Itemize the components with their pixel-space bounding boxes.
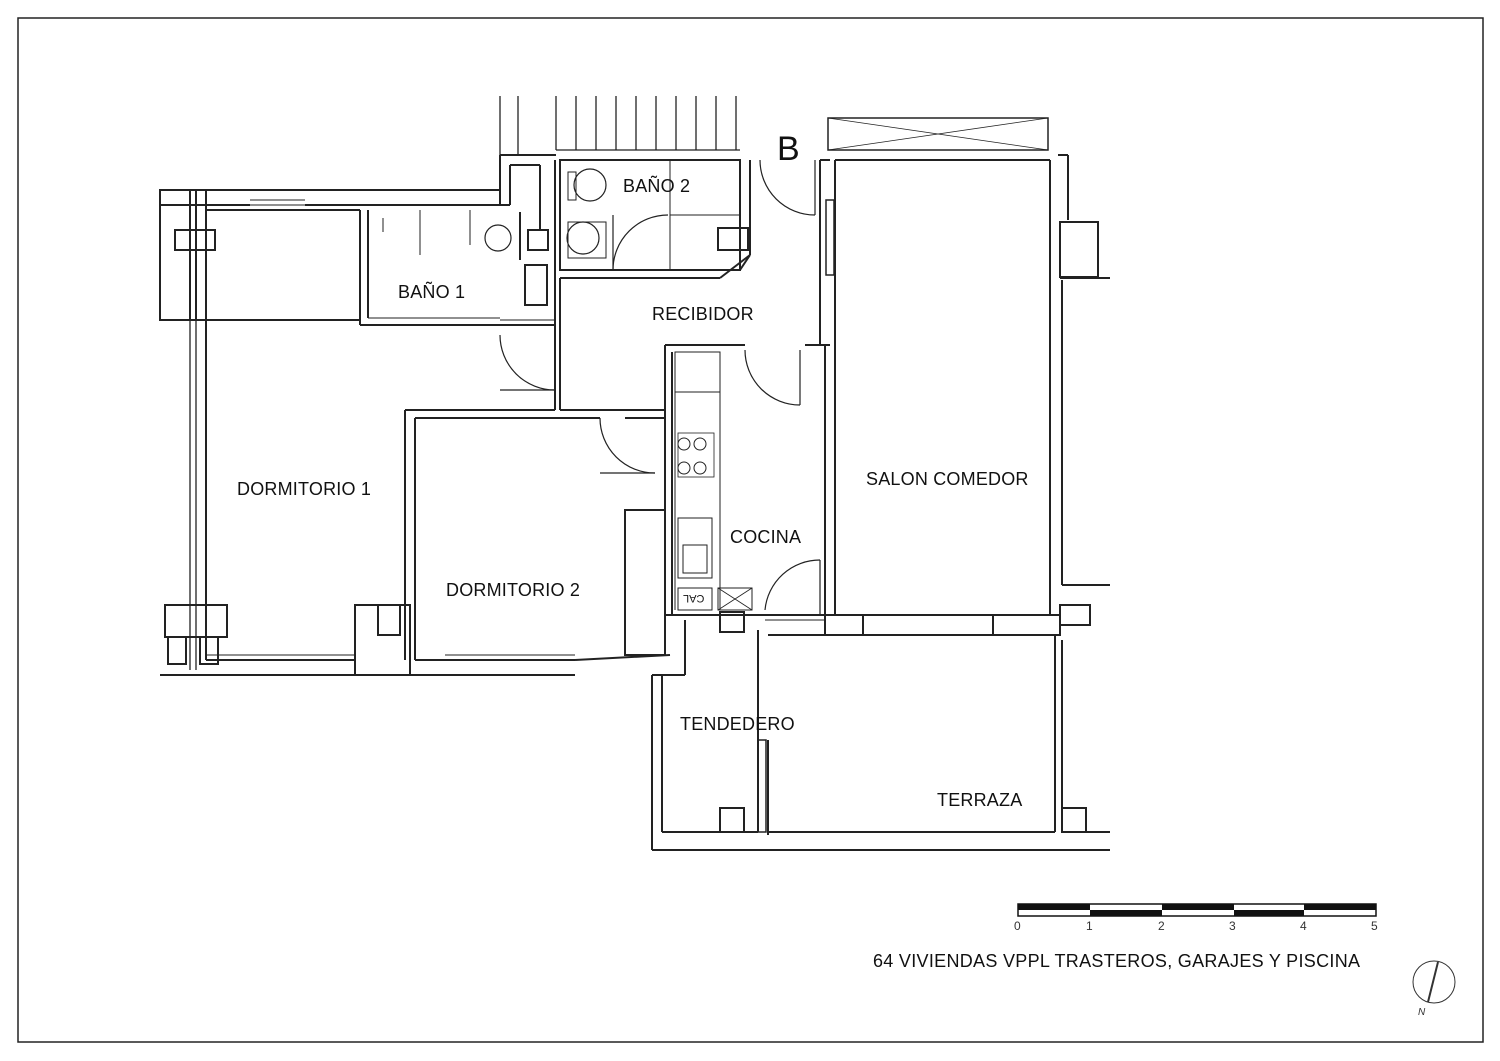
boiler-label: CAL [683, 592, 705, 604]
room-label-recibidor: RECIBIDOR [652, 304, 754, 324]
room-label-dormitorio1: DORMITORIO 1 [237, 479, 372, 499]
north-label: N [1418, 1007, 1426, 1018]
scale-bar [1017, 903, 1377, 917]
scale-tick-5: 5 [1371, 919, 1378, 933]
stairs [499, 96, 740, 155]
scale-tick-4: 4 [1300, 919, 1307, 933]
scale-tick-2: 2 [1158, 919, 1165, 933]
north-arrow-icon [1412, 960, 1456, 1004]
room-label-terraza: TERRAZA [937, 790, 1023, 810]
sheet-border [17, 17, 1484, 1043]
unit-label: B [777, 130, 800, 168]
room-label-tendedero: TENDEDERO [680, 714, 795, 734]
walls [159, 96, 1110, 851]
room-label-bano1: BAÑO 1 [398, 282, 466, 302]
scale-tick-1: 1 [1086, 919, 1093, 933]
room-label-dormitorio2: DORMITORIO 2 [446, 580, 581, 600]
scale-tick-3: 3 [1229, 919, 1236, 933]
room-label-cocina: COCINA [730, 527, 802, 547]
door-swings [499, 159, 821, 615]
project-title: 64 VIVIENDAS VPPL TRASTEROS, GARAJES Y P… [873, 951, 1361, 971]
room-label-salon-comedor: SALON COMEDOR [866, 469, 1029, 489]
room-label-bano2: BAÑO 2 [623, 176, 691, 196]
scale-tick-0: 0 [1014, 919, 1021, 933]
